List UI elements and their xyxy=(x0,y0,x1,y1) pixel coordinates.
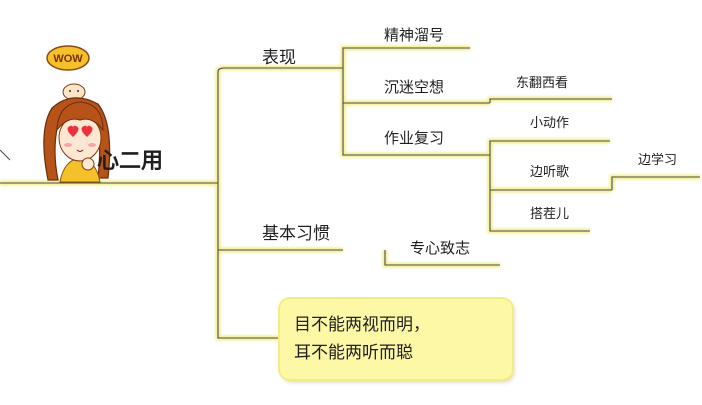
root-topic[interactable]: 心二用 xyxy=(97,151,163,173)
subtopic-zhuanxinzhizhi[interactable]: 专心致志 xyxy=(410,241,470,256)
wow-sticker: WOW xyxy=(47,46,89,70)
subtopic-zuoyefuxi[interactable]: 作业复习 xyxy=(384,131,444,146)
quote-line-1: 目不能两视而明， xyxy=(294,317,430,334)
leaf-bianxuexi[interactable]: 边学习 xyxy=(638,154,677,167)
connector-lines xyxy=(0,48,700,338)
leaf-biantingge[interactable]: 边听歌 xyxy=(530,166,569,179)
topic-jibenxiguan[interactable]: 基本习惯 xyxy=(262,226,330,243)
quote-line-2: 耳不能两听而聪 xyxy=(294,345,413,362)
connector-glow xyxy=(0,48,700,338)
topic-biaoxian[interactable]: 表现 xyxy=(262,50,296,67)
wow-text: WOW xyxy=(53,53,83,65)
leaf-xiaodongzuo[interactable]: 小动作 xyxy=(530,117,569,130)
leaf-dongfanxikan[interactable]: 东翻西看 xyxy=(516,77,568,90)
decor-twig xyxy=(0,150,10,160)
subtopic-jingshenliuhao[interactable]: 精神溜号 xyxy=(384,28,444,43)
subtopic-chenmikongxiang[interactable]: 沉迷空想 xyxy=(384,80,444,95)
quote-callout[interactable]: 目不能两视而明， 耳不能两听而聪 xyxy=(280,299,512,379)
leaf-dachaer[interactable]: 搭茬儿 xyxy=(530,208,569,221)
